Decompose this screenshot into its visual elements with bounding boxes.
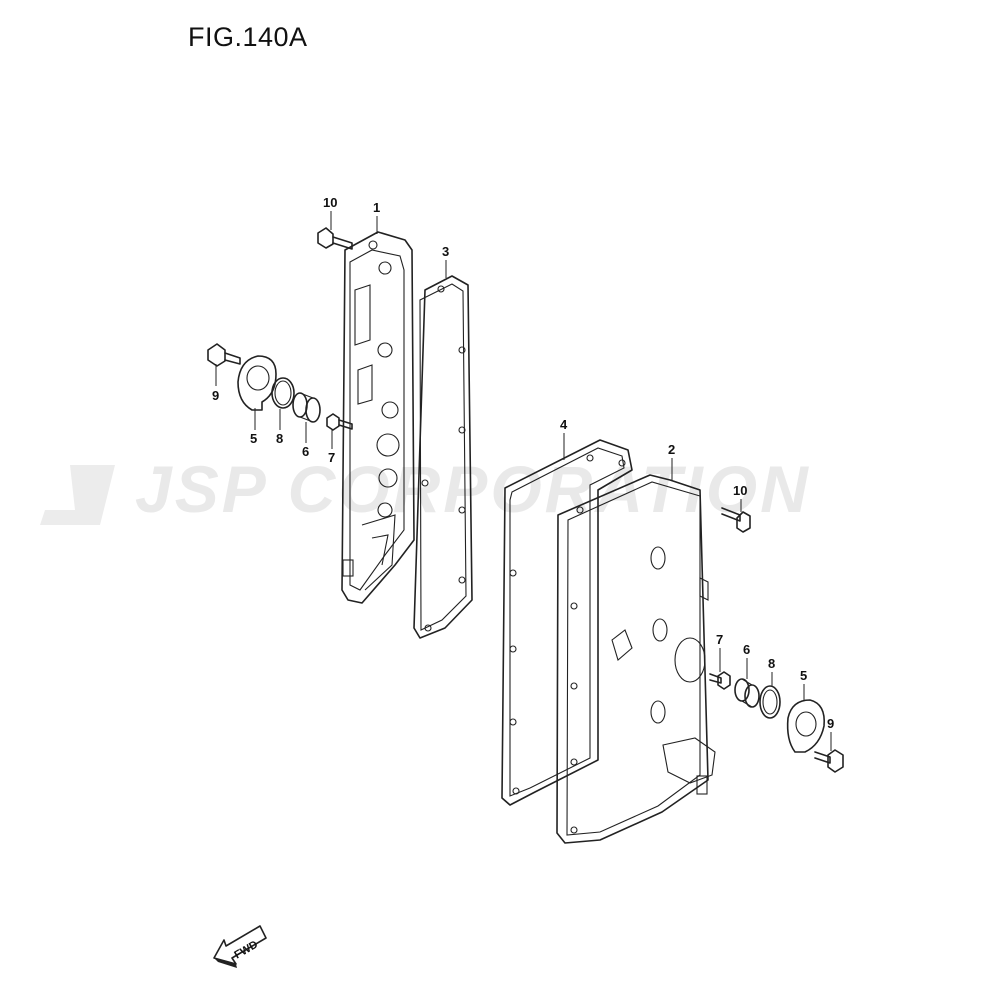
callout-right-2: 2 bbox=[668, 442, 675, 480]
svg-text:8: 8 bbox=[768, 656, 775, 671]
callout-left-5: 5 bbox=[250, 408, 257, 446]
part-5-cap-right bbox=[786, 699, 826, 753]
watermark-logo bbox=[40, 465, 115, 525]
part-10-bolt-right bbox=[721, 507, 751, 533]
svg-text:10: 10 bbox=[323, 195, 337, 210]
svg-text:4: 4 bbox=[560, 417, 568, 432]
part-2-cover-plate-right bbox=[556, 474, 716, 844]
callout-right-6: 6 bbox=[743, 642, 750, 679]
part-8-o-ring-right bbox=[759, 685, 781, 719]
part-9-bolt-right bbox=[814, 749, 844, 773]
part-10-bolt-left bbox=[317, 227, 353, 250]
svg-text:5: 5 bbox=[800, 668, 807, 683]
svg-text:6: 6 bbox=[743, 642, 750, 657]
callout-right-10: 10 bbox=[733, 483, 747, 512]
part-1-exhaust-cover-left bbox=[341, 231, 415, 604]
part-7-bolt-right bbox=[709, 671, 731, 690]
part-7-bolt-left bbox=[326, 413, 353, 431]
part-6-plug-left bbox=[292, 392, 321, 423]
callout-left-3: 3 bbox=[442, 244, 449, 278]
part-4-gasket-right bbox=[501, 439, 633, 806]
callout-right-8: 8 bbox=[768, 656, 775, 686]
svg-text:7: 7 bbox=[716, 632, 723, 647]
svg-text:10: 10 bbox=[733, 483, 747, 498]
svg-text:1: 1 bbox=[373, 200, 380, 215]
part-6-plug-right bbox=[734, 678, 760, 708]
callout-right-7: 7 bbox=[716, 632, 723, 672]
part-5-cap-left bbox=[237, 355, 277, 411]
callout-right-9: 9 bbox=[827, 716, 834, 751]
fwd-arrow: FWD bbox=[213, 925, 267, 968]
part-9-bolt-left bbox=[207, 343, 241, 367]
svg-text:8: 8 bbox=[276, 431, 283, 446]
callout-left-8: 8 bbox=[276, 409, 283, 446]
part-8-o-ring-left bbox=[271, 377, 295, 409]
callout-left-7: 7 bbox=[328, 430, 335, 465]
callout-left-9: 9 bbox=[212, 364, 219, 403]
callout-right-4: 4 bbox=[560, 417, 568, 460]
watermark-text: JSP CORPORATION bbox=[135, 452, 811, 526]
svg-text:3: 3 bbox=[442, 244, 449, 259]
svg-text:9: 9 bbox=[212, 388, 219, 403]
svg-text:7: 7 bbox=[328, 450, 335, 465]
figure-title: FIG.140A bbox=[188, 22, 308, 52]
svg-text:5: 5 bbox=[250, 431, 257, 446]
callout-right-5: 5 bbox=[800, 668, 807, 701]
svg-text:6: 6 bbox=[302, 444, 309, 459]
svg-text:9: 9 bbox=[827, 716, 834, 731]
callout-left-6: 6 bbox=[302, 422, 309, 459]
svg-text:2: 2 bbox=[668, 442, 675, 457]
part-3-gasket-left bbox=[413, 275, 473, 639]
callout-left-1: 1 bbox=[373, 200, 380, 234]
callout-left-10: 10 bbox=[323, 195, 337, 230]
